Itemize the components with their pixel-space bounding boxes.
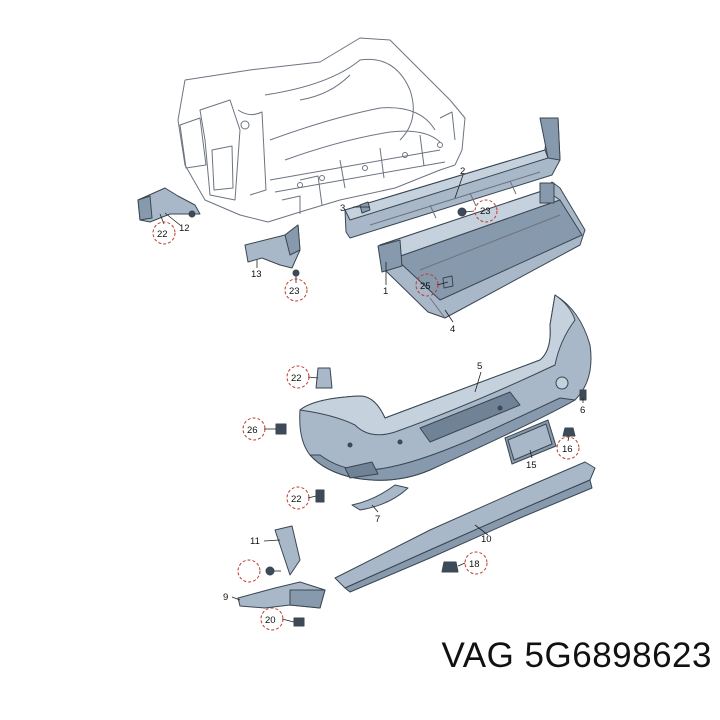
callout-25: 25 — [420, 281, 431, 292]
car-rear-body-outline — [177, 37, 466, 223]
callout-22-mid: 23 — [289, 286, 300, 297]
callout-13: 13 — [251, 269, 262, 280]
part-5-bumper-cover — [299, 294, 592, 481]
part-2-cross-member — [344, 117, 561, 239]
callout-22-upper: 23 — [480, 206, 491, 217]
callout-9: 9 — [223, 592, 228, 603]
callout-21: 22 — [291, 373, 302, 384]
lower-fasteners — [265, 367, 587, 627]
part-13-mount — [244, 224, 301, 269]
callout-4: 4 — [450, 324, 455, 335]
part-11-side-guide — [274, 525, 301, 576]
part-9-side-bracket — [237, 581, 326, 609]
callout-12: 12 — [179, 223, 190, 234]
callout-7: 7 — [375, 514, 380, 525]
callout-1: 1 — [383, 286, 388, 297]
callout-2: 2 — [460, 166, 465, 177]
callout-6: 6 — [580, 405, 585, 416]
callout-16: 16 — [562, 444, 573, 455]
callout-10: 10 — [481, 534, 492, 545]
part-number-caption: VAG 5G6898623 — [441, 636, 712, 675]
part-1-bracket — [377, 239, 403, 273]
callout-11: 11 — [250, 536, 260, 547]
callout-labels: 2 3 23 1 25 4 12 22 13 23 5 22 26 6 16 1… — [157, 166, 585, 626]
callout-23-upper: 26 — [247, 425, 258, 436]
callout-3: 3 — [340, 203, 345, 214]
callout-22-left: 22 — [157, 229, 168, 240]
callout-23-lower: 20 — [265, 615, 276, 626]
part-15-license-plate-bracket — [504, 419, 557, 465]
part-10-lower-diffuser — [334, 461, 596, 593]
part-7-reflector-trim — [351, 484, 409, 511]
callout-circles — [152, 199, 580, 631]
callout-15: 15 — [526, 460, 537, 471]
part-4-lower-cross-member — [379, 181, 586, 319]
callout-5: 5 — [477, 361, 482, 372]
part-12-left-bracket — [137, 187, 201, 223]
callout-20: 22 — [291, 494, 302, 505]
callout-18: 18 — [469, 559, 480, 570]
